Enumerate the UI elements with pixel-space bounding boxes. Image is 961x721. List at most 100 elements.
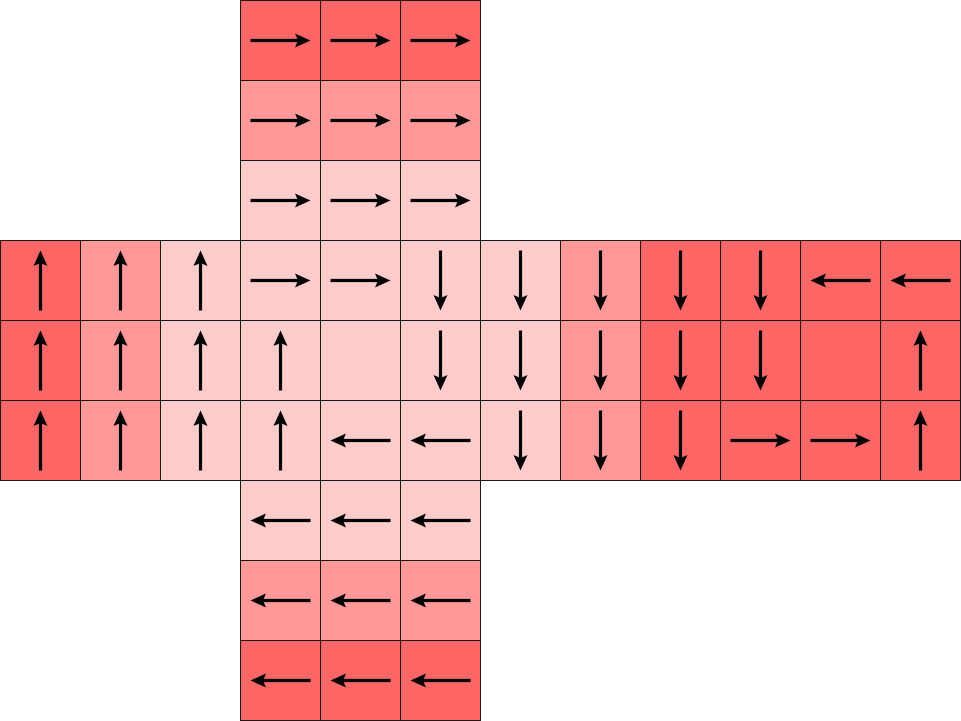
arrow-down-icon	[433, 330, 448, 391]
face-bottom-cell	[320, 560, 401, 641]
arrow-left-icon	[410, 593, 471, 608]
face-front-cell	[240, 240, 321, 321]
face-back-cell	[720, 320, 801, 401]
face-top-cell	[240, 160, 321, 241]
face-right-cell	[480, 240, 561, 321]
face-right-cell	[560, 400, 641, 481]
arrow-right-icon	[250, 273, 311, 288]
face-bottom-cell	[320, 640, 401, 721]
arrow-down-icon	[753, 330, 768, 391]
face-left-cell	[160, 240, 241, 321]
arrow-right-icon	[410, 193, 471, 208]
arrow-down-icon	[513, 410, 528, 471]
face-left-cell	[160, 400, 241, 481]
arrow-up-icon	[113, 250, 128, 311]
face-left-cell	[0, 240, 81, 321]
arrow-left-icon	[250, 673, 311, 688]
face-front-cell	[400, 240, 481, 321]
arrow-down-icon	[673, 330, 688, 391]
face-back-cell	[880, 400, 961, 481]
face-back-cell	[800, 320, 881, 401]
arrow-left-icon	[250, 513, 311, 528]
face-right-cell	[640, 240, 721, 321]
face-top-cell	[400, 80, 481, 161]
face-back-cell	[720, 240, 801, 321]
face-left-cell	[0, 320, 81, 401]
arrow-left-icon	[330, 673, 391, 688]
face-bottom-cell	[240, 560, 321, 641]
arrow-up-icon	[113, 330, 128, 391]
arrow-down-icon	[513, 330, 528, 391]
face-left-cell	[80, 400, 161, 481]
arrow-left-icon	[410, 513, 471, 528]
arrow-left-icon	[410, 433, 471, 448]
arrow-right-icon	[330, 193, 391, 208]
arrow-down-icon	[593, 330, 608, 391]
face-back-cell	[880, 320, 961, 401]
arrow-down-icon	[513, 250, 528, 311]
face-top-cell	[240, 0, 321, 81]
arrow-left-icon	[330, 433, 391, 448]
arrow-down-icon	[593, 250, 608, 311]
arrow-up-icon	[33, 410, 48, 471]
face-left-cell	[160, 320, 241, 401]
face-bottom-cell	[400, 480, 481, 561]
arrow-right-icon	[730, 433, 791, 448]
arrow-right-icon	[250, 113, 311, 128]
arrow-left-icon	[250, 593, 311, 608]
arrow-down-icon	[433, 250, 448, 311]
face-top-cell	[400, 160, 481, 241]
arrow-up-icon	[913, 410, 928, 471]
face-front-cell	[320, 320, 401, 401]
arrow-right-icon	[410, 113, 471, 128]
face-back-cell	[800, 240, 881, 321]
face-right-cell	[480, 400, 561, 481]
face-bottom-cell	[320, 480, 401, 561]
arrow-up-icon	[273, 330, 288, 391]
arrow-up-icon	[113, 410, 128, 471]
arrow-left-icon	[890, 273, 951, 288]
arrow-left-icon	[330, 593, 391, 608]
face-front-cell	[320, 240, 401, 321]
arrow-down-icon	[593, 410, 608, 471]
face-front-cell	[320, 400, 401, 481]
face-left-cell	[80, 320, 161, 401]
arrow-right-icon	[330, 113, 391, 128]
face-back-cell	[880, 240, 961, 321]
face-front-cell	[400, 320, 481, 401]
arrow-left-icon	[330, 513, 391, 528]
face-right-cell	[640, 400, 721, 481]
arrow-left-icon	[410, 673, 471, 688]
arrow-down-icon	[753, 250, 768, 311]
face-right-cell	[640, 320, 721, 401]
arrow-right-icon	[330, 33, 391, 48]
face-right-cell	[480, 320, 561, 401]
face-top-cell	[400, 0, 481, 81]
arrow-down-icon	[673, 410, 688, 471]
face-front-cell	[240, 400, 321, 481]
arrow-up-icon	[193, 250, 208, 311]
arrow-right-icon	[250, 193, 311, 208]
arrow-down-icon	[673, 250, 688, 311]
arrow-up-icon	[913, 330, 928, 391]
arrow-right-icon	[810, 433, 871, 448]
arrow-left-icon	[810, 273, 871, 288]
face-top-cell	[240, 80, 321, 161]
face-bottom-cell	[240, 640, 321, 721]
face-top-cell	[320, 0, 401, 81]
face-front-cell	[240, 320, 321, 401]
face-right-cell	[560, 320, 641, 401]
arrow-up-icon	[273, 410, 288, 471]
face-left-cell	[80, 240, 161, 321]
face-back-cell	[720, 400, 801, 481]
face-bottom-cell	[400, 640, 481, 721]
arrow-up-icon	[33, 330, 48, 391]
arrow-right-icon	[250, 33, 311, 48]
arrow-right-icon	[410, 33, 471, 48]
face-back-cell	[800, 400, 881, 481]
arrow-up-icon	[193, 410, 208, 471]
face-front-cell	[400, 400, 481, 481]
face-top-cell	[320, 160, 401, 241]
arrow-up-icon	[193, 330, 208, 391]
arrow-up-icon	[33, 250, 48, 311]
